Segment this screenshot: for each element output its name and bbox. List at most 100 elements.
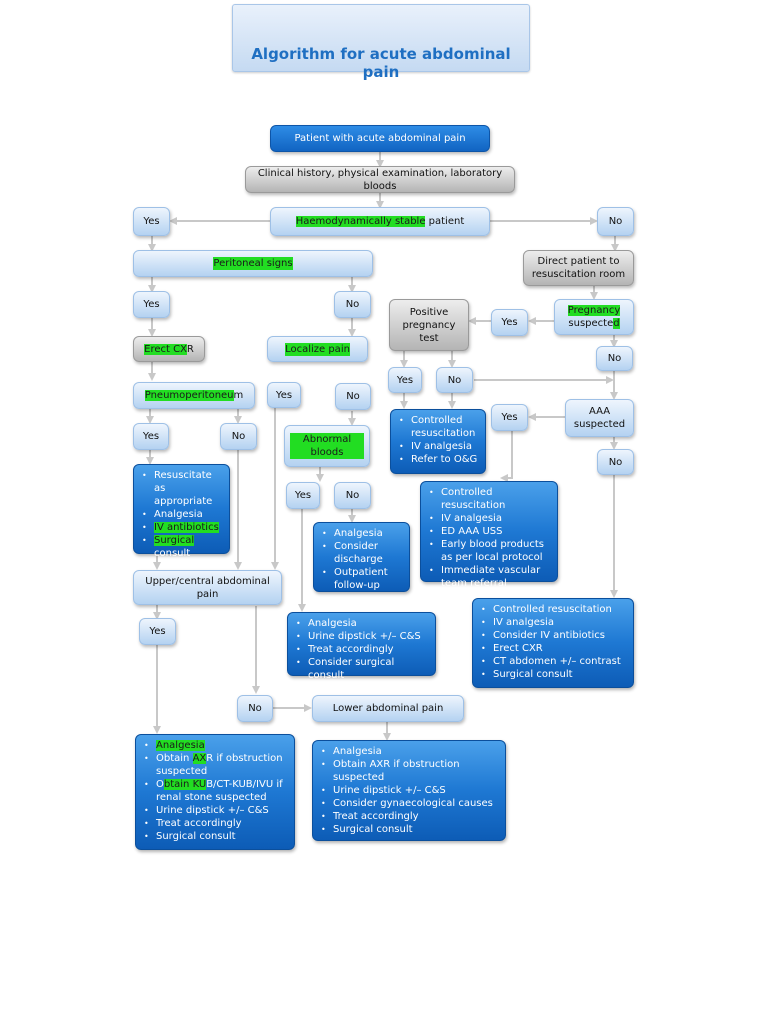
no-box: No [334,291,371,318]
resuscitate-list: Resuscitate as appropriate Analgesia IV … [133,464,230,559]
erect-suffix: R [186,343,194,355]
no-label: No [231,431,246,442]
peritoneal-label: Peritoneal signs [213,257,293,270]
list-item: Consider discharge [322,540,405,566]
abnormal-no-list: Analgesia Consider discharge Outpatient … [313,522,410,592]
yes-box: Yes [286,482,320,509]
list-item: Surgical consult [481,668,629,681]
list-item: ED AAA USS [429,525,553,538]
yes-box: Yes [491,309,528,336]
localize-label: Localize pain [285,342,350,356]
pneumo-label: Pneumoperitoneum [144,389,244,402]
yes-box: Yes [491,404,528,431]
list-item: Surgical consult [144,830,290,843]
pregnancy-highlight: Pregnancy [567,305,621,316]
page-title: Algorithm for acute abdominal pain [251,45,511,81]
no-label: No [608,216,623,227]
no-label: No [345,490,360,501]
no-box: No [334,482,371,509]
yes-label: Yes [501,317,518,328]
yes-box: Yes [133,207,170,236]
haemo-highlight: Haemodynamically stable [295,216,426,227]
list-item: IV analgesia [429,512,553,525]
no-label: No [345,299,360,310]
upper-yes-list: Analgesia Obtain AXR if obstruction susp… [135,734,295,850]
controlled-resuscitation-og-list: Controlled resuscitation IV analgesia Re… [390,409,486,474]
list-item: IV antibiotics [142,521,225,534]
direct-resuscitation-node: Direct patient to resuscitation room [523,250,634,286]
start-node: Patient with acute abdominal pain [270,125,490,152]
no-box: No [237,695,273,722]
upper-label: Upper/central abdominal pain [145,575,270,600]
erect-highlight: Erect CX [144,343,187,355]
positive-pregnancy-label: Positive pregnancy test [402,306,456,344]
list-item: Analgesia [321,745,501,758]
list-item: Obtain AXR if obstruction suspected [321,758,501,784]
yes-label: Yes [142,431,160,442]
pneumo-highlight: Pneumoperitoneu [144,390,234,401]
haemodynamically-stable-node: Haemodynamically stable patient [270,207,490,236]
list-item: CT abdomen +/– contrast [481,655,629,668]
yes-label: Yes [143,216,160,227]
peritoneal-signs-node: Peritoneal signs [133,250,373,277]
yes-box: Yes [139,618,176,645]
list-item: IV analgesia [481,616,629,629]
positive-pregnancy-test-node: Positive pregnancy test [389,299,469,351]
pneumoperitoneum-node: Pneumoperitoneum [133,382,255,409]
erect-cxr-node: Erect CXR [133,336,205,362]
list-item: Treat accordingly [321,810,501,823]
pneumo-suffix: m [233,390,244,401]
no-label: No [346,391,360,402]
aaa-no-list: Controlled resuscitation IV analgesia Co… [472,598,634,688]
no-box: No [597,207,634,236]
haemo-label: Haemodynamically stable patient [295,215,465,228]
kub-text: B/CT-KUB/IVU if renal stone suspected [156,779,283,803]
arrow [500,431,513,482]
axr-text: R if obstruction suspected [156,753,283,777]
list-item: Consider surgical consult [296,656,431,682]
list-item: Urine dipstick +/– C&S [296,630,431,643]
suspected-highlight: d [613,318,620,329]
title-banner: Algorithm for acute abdominal pain [232,4,530,81]
list-item: Resuscitate as appropriate [142,469,225,508]
no-label: No [248,703,262,714]
no-box: No [597,449,634,475]
start-label: Patient with acute abdominal pain [294,133,466,144]
abnormal-label: Abnormal bloods [290,433,364,459]
no-box: No [335,383,371,410]
list-item: Analgesia [142,508,225,521]
no-box: No [596,346,633,371]
list-item: Obtain AXR if obstruction suspected [144,752,290,778]
yes-box: Yes [267,382,301,408]
aaa-yes-list: Controlled resuscitation IV analgesia ED… [420,481,558,589]
haemo-suffix: patient [425,216,465,227]
no-label: No [447,374,462,386]
lower-label: Lower abdominal pain [332,703,444,714]
no-label: No [608,456,623,468]
list-item: Urine dipstick +/– C&S [321,784,501,797]
lower-pain-list: Analgesia Obtain AXR if obstruction susp… [312,740,506,841]
list-item: Surgical consult [321,823,501,836]
lower-abdominal-pain-node: Lower abdominal pain [312,695,464,722]
no-box: No [436,367,473,393]
list-item: Analgesia [296,617,431,630]
list-item: Analgesia [144,739,290,752]
yes-label: Yes [396,374,414,386]
list-item: Immediate vascular team referral [429,564,553,590]
consult-text: consult [154,548,191,559]
clinical-label: Clinical history, physical examination, … [257,167,503,192]
upper-central-pain-node: Upper/central abdominal pain [133,570,282,605]
highlight-text: AX [192,753,207,764]
list-item: Treat accordingly [296,643,431,656]
aaa-label: AAA suspected [573,406,626,430]
list-item: IV analgesia [399,440,481,453]
localize-pain-node: Localize pain [267,336,368,362]
yes-label: Yes [275,389,293,401]
yes-label: Yes [149,626,166,637]
list-item: Outpatient follow-up [322,566,405,592]
abnormal-yes-list: Analgesia Urine dipstick +/– C&S Treat a… [287,612,436,681]
